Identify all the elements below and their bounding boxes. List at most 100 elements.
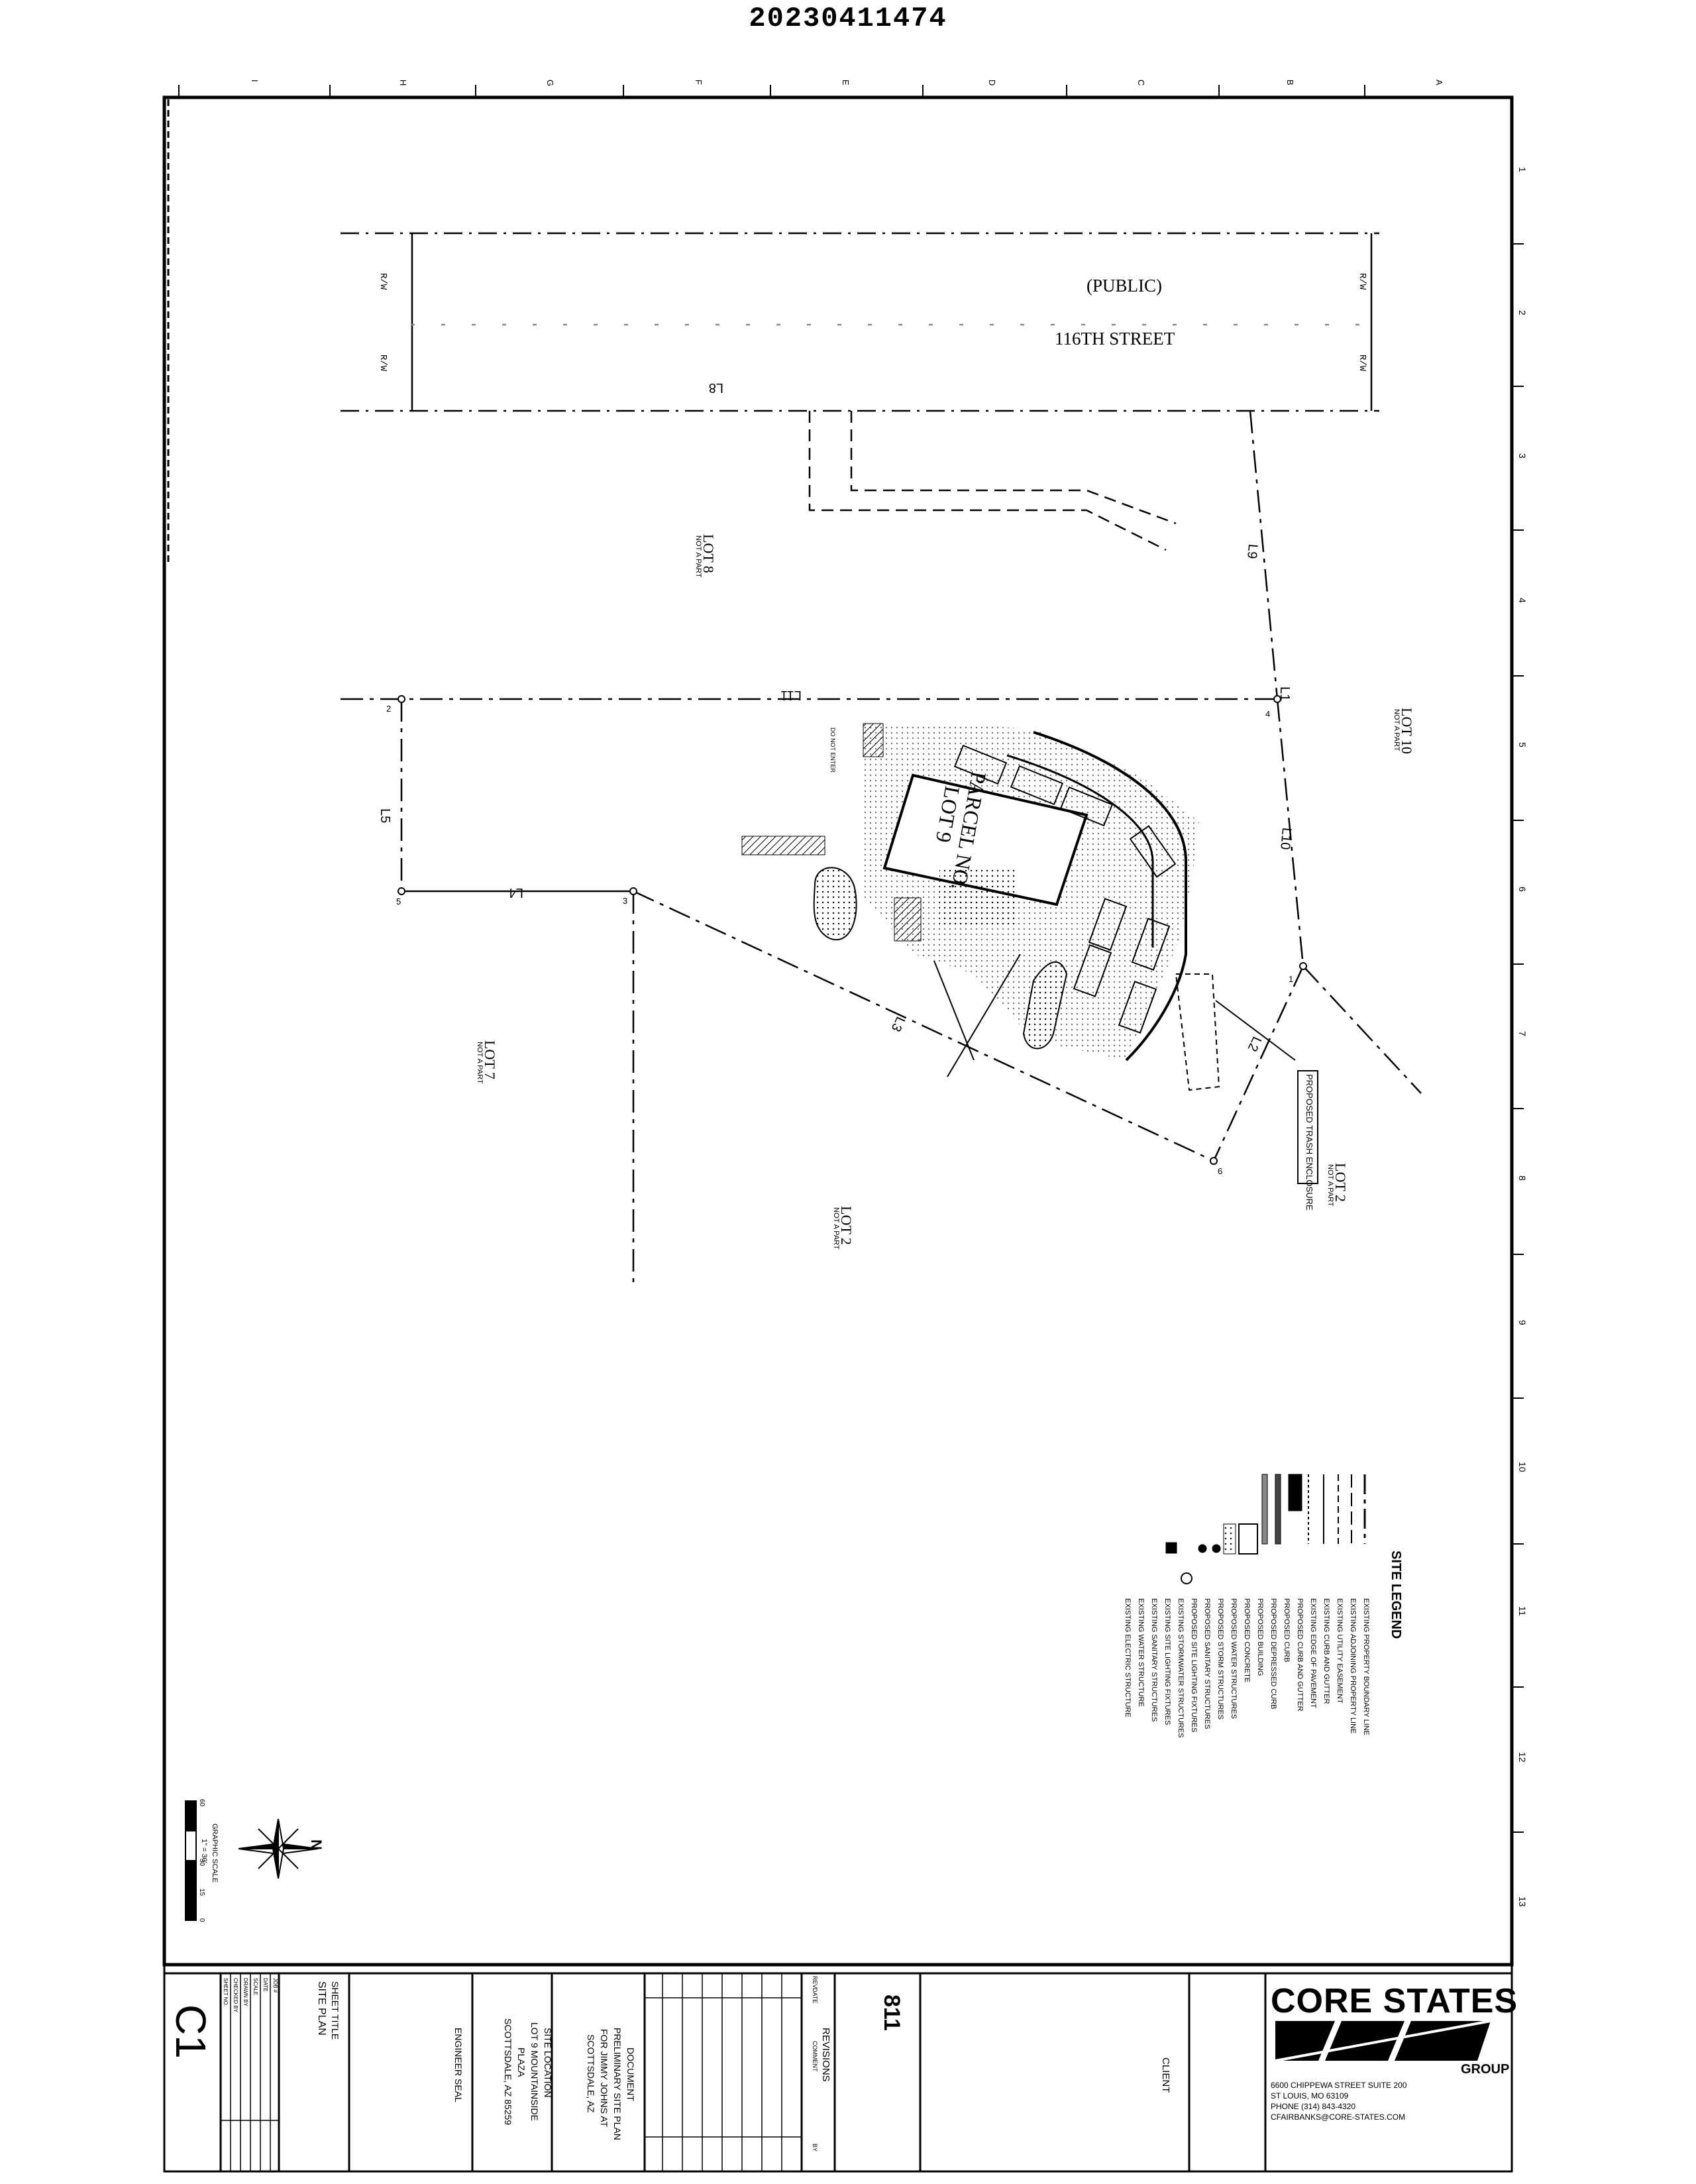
grid-number-1: 1 xyxy=(1517,167,1528,172)
graphic-scale xyxy=(185,1800,197,1921)
revision-header: BY xyxy=(812,2144,818,2152)
client-label: CLIENT xyxy=(1160,2057,1171,2093)
grid-number-11: 11 xyxy=(1517,1606,1528,1616)
site-location-line: SCOTTSDALE, AZ 85259 xyxy=(503,2018,513,2126)
legend-item: PROPOSED BUILDING xyxy=(1256,1598,1264,1676)
grid-number-13: 13 xyxy=(1517,1896,1528,1907)
site-location-line: LOT 9 MOUNTAINSIDE xyxy=(529,2022,540,2121)
grid-letter-e: E xyxy=(841,80,851,85)
row-label-east-top: R/W xyxy=(1357,273,1367,290)
info-label: JOB # xyxy=(272,1978,278,1993)
line-label-l11: L11 xyxy=(780,688,802,702)
grid-letter-h: H xyxy=(398,80,408,86)
lot-8-note: NOT A PART xyxy=(694,535,702,578)
street-type: (PUBLIC) xyxy=(1086,276,1162,296)
scale-tick: 0 xyxy=(198,1918,205,1922)
legend-item: EXISTING SITE LIGHTING FIXTURES xyxy=(1163,1598,1171,1725)
call-before-811: 811 xyxy=(879,1994,904,2031)
company-email: CFAIRBANKS@CORE-STATES.COM xyxy=(1271,2112,1406,2122)
revision-header: COMMENT xyxy=(812,2041,818,2072)
lot-10-note: NOT A PART xyxy=(1393,709,1401,751)
grid-number-3: 3 xyxy=(1517,453,1528,459)
lot-7-note: NOT A PART xyxy=(476,1042,484,1084)
legend-item: PROPOSED STORM STRUCTURES xyxy=(1216,1598,1224,1720)
document-line: SCOTTSDALE, AZ xyxy=(586,2034,596,2113)
lot-2-east-note: NOT A PART xyxy=(1326,1164,1334,1207)
do-not-enter-label: DO NOT ENTER xyxy=(829,728,836,773)
revisions-label: REVISIONS xyxy=(820,2028,831,2082)
lot-2-note: NOT A PART xyxy=(832,1207,840,1250)
grid-number-8: 8 xyxy=(1517,1175,1528,1181)
sheet-title: SITE PLAN xyxy=(316,1981,327,2036)
grid-number-2: 2 xyxy=(1517,310,1528,315)
legend-item: EXISTING EDGE OF PAVEMENT xyxy=(1309,1598,1317,1708)
document-label: DOCUMENT xyxy=(625,2048,636,2101)
legend-item: PROPOSED SANITARY STRUCTURES xyxy=(1203,1598,1211,1729)
grid-letter-d: D xyxy=(987,80,997,86)
row-label-west-top: R/W xyxy=(378,273,388,290)
street-right-of-way xyxy=(341,232,1379,412)
revision-header: DATE xyxy=(812,1988,818,2004)
sheet-title-label: SHEET TITLE xyxy=(330,1981,341,2040)
grid-number-6: 6 xyxy=(1517,887,1528,892)
point-4: 4 xyxy=(1265,709,1271,719)
property-lines xyxy=(341,410,1422,1285)
site-location-label: SITE LOCATION xyxy=(543,2028,553,2098)
line-label-l8: L8 xyxy=(708,380,723,395)
row-label-east-bottom: R/W xyxy=(1357,355,1367,372)
revision-header: REV xyxy=(812,1976,818,1989)
company-address: 6600 CHIPPEWA STREET SUITE 200 xyxy=(1271,2081,1407,2090)
grid-number-10: 10 xyxy=(1517,1462,1528,1472)
line-label-l5: L5 xyxy=(378,808,392,824)
grid-number-9: 9 xyxy=(1517,1320,1528,1325)
legend-item: EXISTING UTILITY EASEMENT xyxy=(1336,1598,1344,1704)
scale-label: GRAPHIC SCALE xyxy=(211,1824,219,1883)
legend-item: PROPOSED SITE LIGHTING FIXTURES xyxy=(1190,1598,1198,1733)
legend-item: PROPOSED DEPRESSED CURB xyxy=(1269,1598,1277,1710)
site-location-line: PLAZA xyxy=(516,2048,527,2077)
legend-item: PROPOSED CURB xyxy=(1283,1598,1291,1663)
scale-tick: 15 xyxy=(198,1888,205,1896)
grid-ticks xyxy=(178,85,1524,1833)
point-6: 6 xyxy=(1218,1166,1223,1176)
legend-item: PROPOSED WATER STRUCTURES xyxy=(1230,1598,1238,1720)
grid-number-12: 12 xyxy=(1517,1752,1528,1763)
scale-tick: 60 xyxy=(198,1799,205,1807)
legend-item: EXISTING CURB AND GUTTER xyxy=(1322,1598,1330,1704)
north-arrow xyxy=(238,1818,319,1879)
legend-item: PROPOSED CURB AND GUTTER xyxy=(1296,1598,1304,1712)
grid-number-7: 7 xyxy=(1517,1031,1528,1036)
legend-item: EXISTING ADJOINING PROPERTY LINE xyxy=(1349,1598,1357,1734)
legend-item: EXISTING WATER STRUCTURE xyxy=(1137,1598,1145,1707)
grid-number-4: 4 xyxy=(1517,598,1528,603)
company-phone: PHONE (314) 843-4320 xyxy=(1271,2102,1356,2111)
grid-letter-g: G xyxy=(545,80,555,87)
info-label: DATE xyxy=(262,1978,268,1992)
grid-letter-c: C xyxy=(1136,80,1146,86)
info-label: DRAWN BY xyxy=(242,1978,248,2006)
document-number: 20230411474 xyxy=(749,3,947,34)
point-1: 1 xyxy=(1289,974,1294,984)
grid-number-5: 5 xyxy=(1517,742,1528,747)
trash-enclosure-label: PROPOSED TRASH ENCLOSURE xyxy=(1297,1070,1318,1211)
property-corners xyxy=(398,695,1307,1165)
scale-tick: 30 xyxy=(198,1859,205,1867)
document-line: PRELIMINARY SITE PLAN xyxy=(612,2028,623,2140)
legend-item: PROPOSED CONCRETE xyxy=(1243,1598,1251,1683)
legend-symbols xyxy=(1165,1474,1366,1584)
site-improvements xyxy=(741,723,1296,1091)
row-label-west-bottom: R/W xyxy=(378,355,388,372)
legend-item: EXISTING PROPERTY BOUNDARY LINE xyxy=(1362,1598,1370,1736)
north-label: N xyxy=(308,1839,325,1850)
grid-letter-a: A xyxy=(1434,80,1444,85)
company-name: CORE STATES xyxy=(1271,1982,1518,2020)
legend-item: EXISTING ELECTRIC STRUCTURE xyxy=(1124,1598,1132,1718)
grid-letter-b: B xyxy=(1285,80,1295,85)
legend-item: EXISTING STORMWATER STRUCTURES xyxy=(1177,1598,1185,1738)
line-label-l1: L1 xyxy=(1277,686,1292,702)
engineer-seal-label: ENGINEER SEAL xyxy=(453,2028,464,2102)
title-block xyxy=(163,1963,1513,2173)
grid-letter-i: I xyxy=(250,80,260,82)
grid-letter-f: F xyxy=(694,80,704,85)
